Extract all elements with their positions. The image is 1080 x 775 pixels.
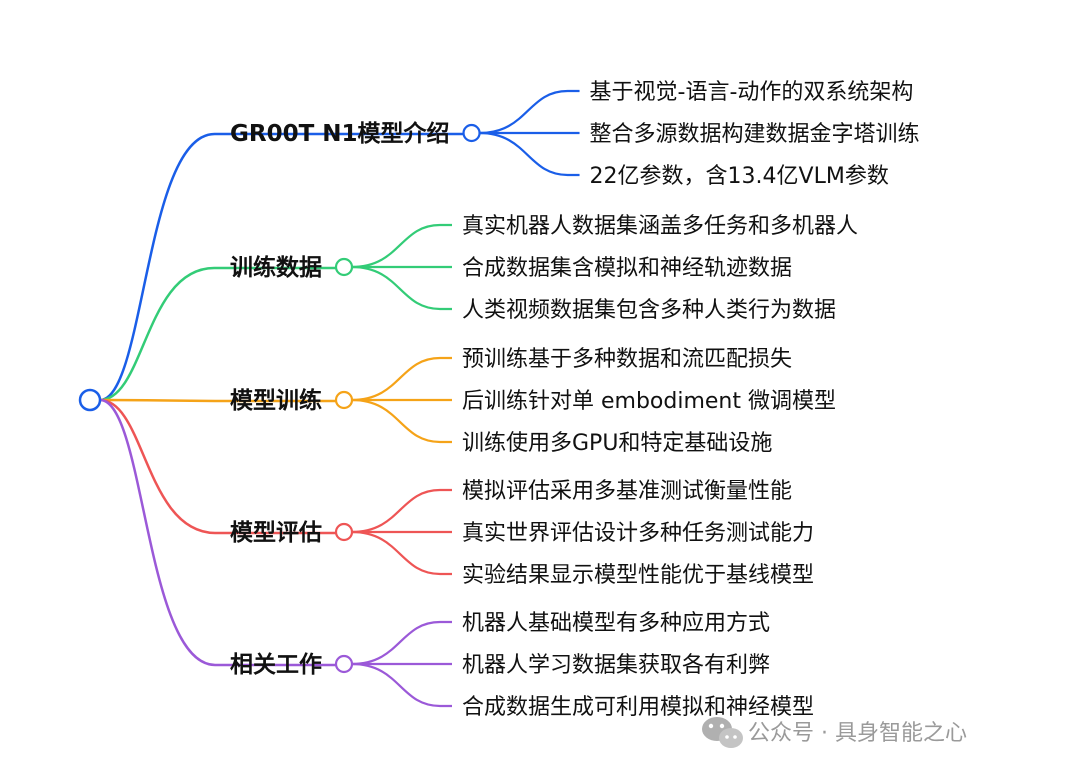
node-layer: GR00T N1模型介绍 基于视觉-语言-动作的双系统架构整合多源数据构建数据金字…: [78, 80, 920, 720]
wechat-icon: [702, 717, 743, 748]
branch-5-leaf-3-connector: [351, 662, 452, 708]
branch-5-node: [334, 654, 354, 674]
branch-2-connector: [99, 266, 336, 402]
connector-layer: [99, 89, 580, 708]
branch-2-leaf-3-connector: [351, 265, 452, 311]
branch-3-leaf-2: 后训练针对单 embodiment 微调模型: [462, 389, 836, 414]
root-node: [78, 388, 102, 412]
branch-5-label: 相关工作: [230, 651, 322, 678]
branch-5-leaf-2: 机器人学习数据集获取各有利弊: [462, 653, 770, 678]
branch-1-label: GR00T N1模型介绍: [230, 120, 450, 147]
branch-2-leaf-1-connector: [351, 223, 452, 269]
branch-1-node: [462, 123, 481, 143]
watermark: 公众号 · 具身智能之心: [702, 717, 967, 748]
branch-2-node: [334, 257, 354, 277]
branch-4-leaf-2: 真实世界评估设计多种任务测试能力: [462, 521, 814, 546]
branch-4-node: [334, 522, 354, 542]
branch-4-leaf-1: 模拟评估采用多基准测试衡量性能: [462, 479, 792, 504]
branch-3-node: [334, 390, 354, 410]
branch-4-leaf-1-connector: [351, 488, 452, 534]
branch-1-leaf-3: 22亿参数，含13.4亿VLM参数: [590, 164, 889, 189]
branch-3-leaf-3: 训练使用多GPU和特定基础设施: [462, 431, 772, 456]
branch-3-label: 模型训练: [230, 387, 322, 414]
branch-2-leaf-2: 合成数据集含模拟和神经轨迹数据: [462, 256, 792, 281]
branch-3-leaf-3-connector: [351, 398, 452, 444]
branch-4-leaf-3: 实验结果显示模型性能优于基线模型: [462, 563, 814, 588]
branch-4-connector: [99, 398, 336, 535]
branch-1-connector: [99, 132, 464, 402]
branch-1-leaf-1: 基于视觉-语言-动作的双系统架构: [590, 80, 914, 105]
branch-1-leaf-2: 整合多源数据构建数据金字塔训练: [590, 122, 920, 147]
branch-3-connector: [99, 398, 336, 403]
branch-5-leaf-1: 机器人基础模型有多种应用方式: [462, 611, 770, 636]
branch-2-label: 训练数据: [230, 254, 322, 281]
branch-1-leaf-1-connector: [479, 89, 580, 135]
watermark-text: 公众号 · 具身智能之心: [748, 721, 967, 746]
branch-4-label: 模型评估: [230, 520, 322, 546]
branch-5-connector: [99, 398, 336, 667]
branch-1-leaf-3-connector: [479, 131, 580, 177]
branch-4-leaf-3-connector: [351, 530, 452, 576]
branch-5-leaf-1-connector: [351, 620, 452, 666]
branch-2-leaf-1: 真实机器人数据集涵盖多任务和多机器人: [462, 214, 858, 239]
branch-3-leaf-1-connector: [351, 356, 452, 402]
branch-3-leaf-1: 预训练基于多种数据和流匹配损失: [462, 347, 792, 372]
branch-2-leaf-3: 人类视频数据集包含多种人类行为数据: [462, 298, 836, 323]
branch-5-leaf-3: 合成数据生成可利用模拟和神经模型: [462, 695, 814, 720]
